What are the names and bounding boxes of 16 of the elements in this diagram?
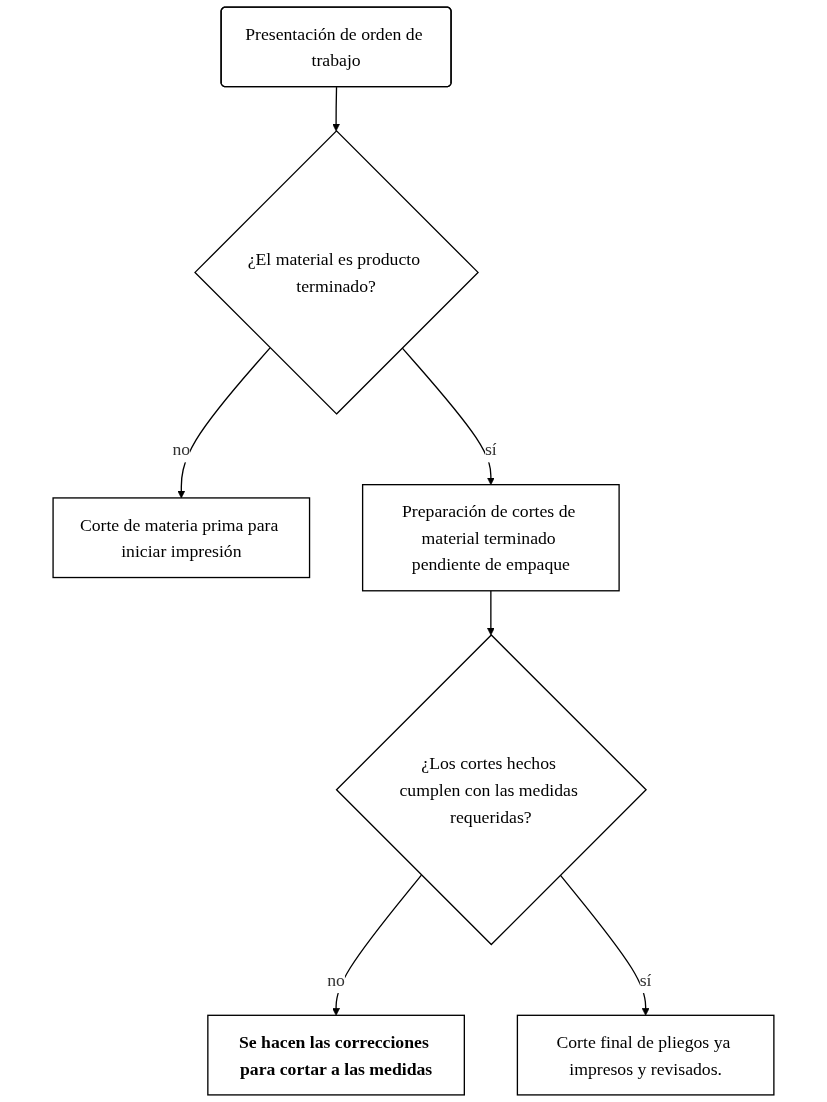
arrow: [177, 347, 271, 499]
arrow: [401, 347, 495, 485]
node-box: Se hacen las correcciones para cortar a las medidas: [207, 1014, 465, 1096]
node-box: Corte de materia prima para iniciar impresión: [52, 497, 311, 579]
node-diamond: ¿El material es producto terminado?: [194, 129, 479, 415]
edge-label: no: [172, 439, 191, 460]
arrow: [487, 590, 495, 636]
edge-label: sí: [484, 439, 497, 460]
node-box: Preparación de cortes de material terminado pendiente de empaque: [361, 484, 620, 592]
node-diamond: ¿Los cortes hechos cumplen con las medidas requeridas?: [335, 634, 648, 946]
node-box: Corte final de pliegos ya impresos y revisados.: [516, 1014, 775, 1096]
arrow: [332, 874, 423, 1016]
arrow: [332, 86, 340, 132]
edge-label: no: [327, 970, 345, 990]
edge-label: sí: [639, 970, 652, 990]
arrow: [559, 874, 650, 1016]
